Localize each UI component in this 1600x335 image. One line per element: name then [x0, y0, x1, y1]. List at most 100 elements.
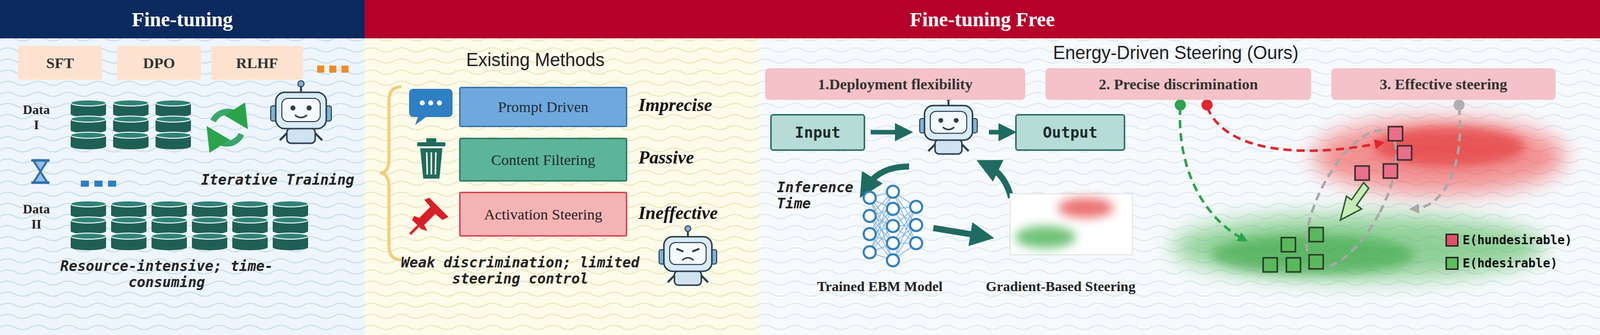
- neural-network-part: [892, 191, 917, 244]
- database-icons-part: [113, 116, 149, 123]
- method-tag: DPO: [117, 45, 202, 80]
- node-text: Input: [794, 123, 841, 142]
- legend-entry: E(hundesirable): [1445, 233, 1573, 248]
- database-icons-part: [113, 143, 149, 150]
- robot-icons-part-part: [938, 118, 944, 124]
- neural-network-part: [910, 201, 923, 214]
- label: Energy-Driven Steering (Ours): [1024, 42, 1328, 64]
- neural-network-part: [910, 237, 923, 250]
- start-dots-part: [1201, 99, 1213, 111]
- node-text: Prompt Driven: [497, 98, 589, 116]
- brace: [379, 86, 402, 261]
- label: Data I: [20, 102, 53, 133]
- robot-icons-part-part: [669, 242, 707, 266]
- neural-network-part: [886, 220, 899, 233]
- robot-icons-part-part: [275, 92, 327, 129]
- trash-icon-part-part: [430, 152, 433, 175]
- panel-grounds-part: [760, 38, 1600, 335]
- start-dots: [1174, 99, 1465, 111]
- database-icons-part: [191, 233, 228, 240]
- flow-arrows-part: [933, 228, 983, 237]
- energy-thumbnail-part: [1015, 226, 1076, 249]
- node-text: Content Filtering: [491, 151, 596, 169]
- robot-icons-part-part: [674, 271, 702, 286]
- state-squares: [1263, 126, 1412, 273]
- database-icons-part: [70, 201, 107, 208]
- steer-arrow-part: [1340, 182, 1369, 221]
- label: Inference Time: [776, 179, 863, 213]
- energy-landscape-part: [1313, 118, 1566, 195]
- robot-icons-part-part: [682, 258, 694, 261]
- database-icons-part: [272, 233, 309, 240]
- state-squares-part: [1263, 258, 1278, 273]
- state-squares-part: [1388, 126, 1403, 141]
- database-icons-part: [191, 217, 228, 224]
- recycle-icon-part: [213, 134, 242, 144]
- node-text: Activation Steering: [483, 206, 603, 224]
- method-box: Activation Steering: [459, 191, 628, 237]
- trash-icon: [417, 138, 446, 179]
- robot-icons-part-part: [934, 139, 962, 155]
- state-squares-part: [1309, 227, 1324, 242]
- trash-icon-part-part: [435, 152, 436, 175]
- robot-icons-part-part: [962, 144, 969, 152]
- node-text: DPO: [142, 54, 175, 72]
- database-icons-part: [70, 244, 107, 251]
- label: Passive: [638, 147, 694, 169]
- robot-icons-part-part: [953, 118, 959, 124]
- node-text: 1.Deployment flexibility: [817, 75, 973, 93]
- robot-icons-part: [270, 80, 332, 144]
- hourglass-icon-part: [33, 160, 48, 183]
- database-icons-part: [70, 143, 107, 150]
- label: Ineffective: [638, 203, 718, 224]
- panel-grounds-part: [364, 38, 761, 335]
- robot-icons-part-part: [701, 275, 709, 283]
- robot-icons-part-part: [286, 128, 316, 144]
- legend-text: E(hundesirable): [1462, 233, 1573, 248]
- neural-network-part: [863, 191, 876, 205]
- robot-icons-part-part: [924, 105, 973, 140]
- start-dots-part: [1174, 99, 1186, 111]
- steering-paths: [1179, 107, 1460, 281]
- label: Weak discrimination; limited steering co…: [388, 255, 652, 288]
- flow-arrows: [866, 132, 1012, 237]
- database-icons-part: [191, 244, 228, 251]
- trash-icon-part: [426, 138, 437, 143]
- neural-network-part: [863, 228, 876, 241]
- database-icons-part: [155, 116, 191, 123]
- hourglass-icon: [31, 160, 50, 183]
- property-tag: 1.Deployment flexibility: [765, 68, 1026, 100]
- database-icons-part: [70, 233, 107, 240]
- state-squares-part: [1355, 166, 1370, 181]
- hourglass-icon-part: [31, 159, 50, 163]
- ellipsis-dots-part: [329, 65, 337, 73]
- panel-grounds: [0, 38, 1600, 335]
- steering-paths-part: [1288, 117, 1415, 281]
- database-icons-part: [272, 217, 309, 224]
- label: Gradient-Based Steering: [969, 278, 1152, 295]
- ellipsis-dots-part: [94, 180, 103, 187]
- neural-network-part: [886, 185, 899, 198]
- database-icons-part: [113, 132, 149, 139]
- state-squares-part: [1281, 237, 1296, 253]
- robot-icons-part-part: [664, 236, 713, 272]
- database-icons-part: [232, 244, 268, 251]
- legend-text: E(hdesirable): [1462, 256, 1558, 271]
- robot-icons-part: [919, 94, 978, 155]
- method-tag: SFT: [18, 45, 103, 80]
- neural-network: [863, 185, 923, 267]
- chat-icon: [409, 88, 453, 126]
- robot-icons-part-part: [294, 115, 308, 118]
- legend-entry: E(hdesirable): [1445, 256, 1558, 271]
- chat-icon-part: [428, 100, 434, 106]
- state-squares-part: [1309, 255, 1324, 270]
- label: Iterative Training: [201, 172, 355, 189]
- property-tag: 2. Precise discrimination: [1045, 68, 1312, 100]
- database-icons-part: [70, 217, 107, 224]
- state-squares-part: [1286, 258, 1301, 273]
- database-icons-part: [151, 201, 187, 208]
- pin-icon: [410, 197, 449, 235]
- panel-grounds-part: [760, 38, 1600, 335]
- brace-part: [379, 86, 402, 261]
